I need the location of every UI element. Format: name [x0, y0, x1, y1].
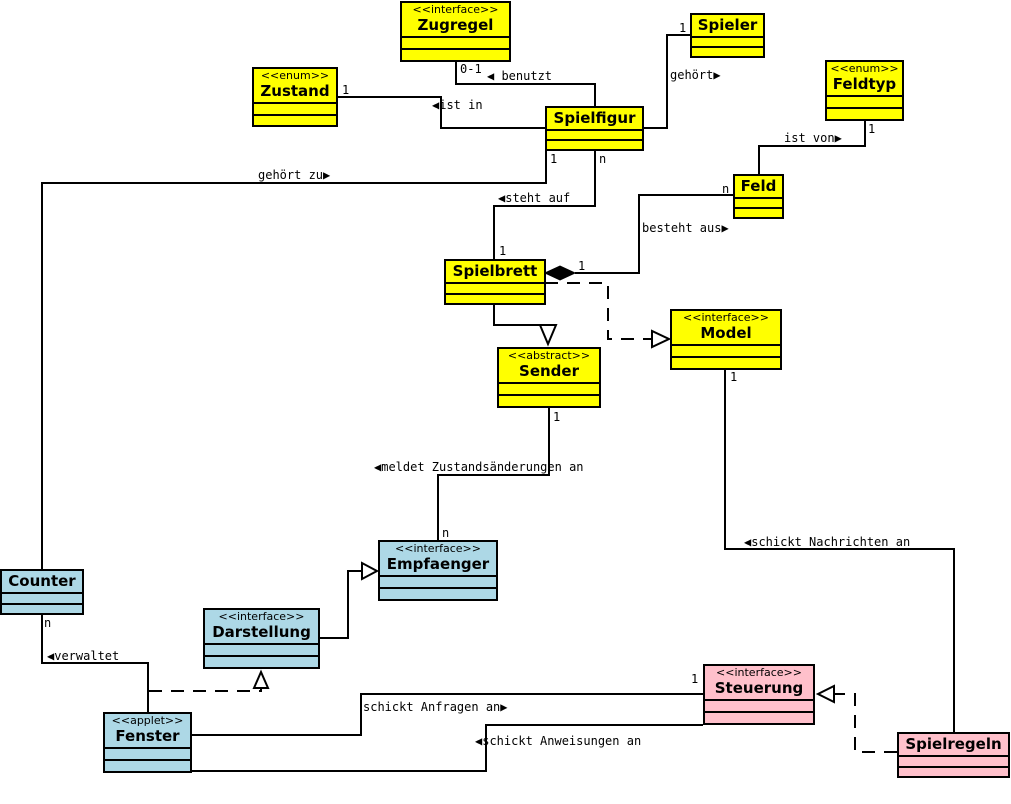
- label-ist-von: ist von▶: [784, 131, 842, 145]
- class-zugregel[interactable]: <<interface>>Zugregel: [400, 1, 511, 62]
- mult-steuerung-anfragen: 1: [691, 672, 699, 686]
- class-name: Spielfigur: [553, 109, 636, 127]
- label-schickt-nachrichten: ◀schickt Nachrichten an: [744, 535, 911, 549]
- stereotype-label: <<enum>>: [260, 69, 330, 82]
- label-steht-auf: ◀steht auf: [498, 191, 571, 205]
- realization-arrowhead-model: [651, 329, 672, 349]
- realization-arrowhead-steuerung: [815, 684, 835, 704]
- class-darstellung[interactable]: <<interface>>Darstellung: [203, 608, 320, 669]
- mult-zugregel-benutzt: 0-1: [460, 62, 482, 76]
- class-name: Steuerung: [714, 679, 804, 697]
- mult-spielbrett-steht-auf: 1: [499, 244, 507, 258]
- assoc-schickt-anfragen-line: [191, 693, 703, 736]
- composition-diamond-spielbrett: [543, 265, 577, 281]
- class-name: Spielbrett: [452, 262, 538, 280]
- assoc-meldet-line: [437, 408, 550, 540]
- stereotype-label: <<interface>>: [716, 666, 802, 679]
- assoc-gehoert-line: [644, 34, 690, 129]
- class-feld[interactable]: Feld: [733, 174, 784, 219]
- mult-spielbrett-besteht-aus: 1: [578, 259, 586, 273]
- class-spielfigur[interactable]: Spielfigur: [545, 106, 644, 151]
- assoc-besteht-aus-line: [575, 194, 733, 274]
- generalization-arrowhead-sender: [538, 324, 558, 347]
- realization-arrowhead-darstellung: [252, 669, 270, 689]
- mult-zustand-ist-in: 1: [342, 83, 350, 97]
- class-name: Empfaenger: [386, 555, 490, 573]
- class-name: Darstellung: [212, 623, 311, 641]
- label-schickt-anweisungen: ◀schickt Anweisungen an: [475, 734, 642, 748]
- assoc-schickt-nachrichten-line: [724, 370, 955, 732]
- assoc-benutzt-line: [455, 62, 596, 106]
- class-empfaenger[interactable]: <<interface>>Empfaenger: [378, 540, 498, 601]
- stereotype-label: <<interface>>: [395, 542, 481, 555]
- stereotype-label: <<interface>>: [412, 3, 499, 16]
- class-name: Zustand: [260, 82, 330, 100]
- class-name: Model: [700, 324, 752, 342]
- label-ist-in: ◀ist in: [432, 98, 483, 112]
- assoc-ist-in-line: [337, 96, 546, 129]
- class-name: Fenster: [115, 727, 180, 745]
- label-besteht-aus: besteht aus▶: [642, 221, 729, 235]
- mult-feld-besteht-aus: n: [722, 182, 730, 196]
- mult-counter-verwaltet: n: [44, 616, 52, 630]
- mult-model-schickt: 1: [730, 370, 738, 384]
- class-name: Zugregel: [417, 16, 494, 34]
- class-spielregeln[interactable]: Spielregeln: [897, 732, 1010, 778]
- class-model[interactable]: <<interface>>Model: [670, 309, 782, 370]
- stereotype-label: <<interface>>: [683, 311, 769, 324]
- mult-sender-meldet: 1: [553, 410, 561, 424]
- class-spieler[interactable]: Spieler: [690, 13, 765, 58]
- class-steuerung[interactable]: <<interface>>Steuerung: [703, 664, 815, 725]
- class-spielbrett[interactable]: Spielbrett: [444, 259, 546, 305]
- mult-spieler-gehoert: 1: [679, 21, 687, 35]
- class-zustand[interactable]: <<enum>>Zustand: [252, 67, 338, 127]
- assoc-schickt-anweisungen-line: [191, 724, 703, 772]
- class-name: Spielregeln: [905, 735, 1002, 753]
- label-gehoert-zu: gehört zu▶: [258, 168, 331, 182]
- stereotype-label: <<interface>>: [218, 610, 305, 623]
- generalization-spielbrett-sender-line: [493, 305, 540, 326]
- class-name: Spieler: [697, 16, 758, 34]
- assoc-ist-von-line: [758, 121, 866, 174]
- class-sender[interactable]: <<abstract>>Sender: [497, 347, 601, 408]
- label-meldet: ◀meldet Zustandsänderungen an: [374, 460, 584, 474]
- class-name: Counter: [8, 572, 76, 590]
- label-gehoert: gehört▶: [670, 68, 721, 82]
- realization-spielregeln-steuerung-line: [834, 693, 897, 753]
- class-name: Feldtyp: [832, 75, 897, 93]
- assoc-steht-auf-line: [493, 150, 596, 259]
- stereotype-label: <<enum>>: [830, 62, 899, 75]
- class-name: Feld: [740, 177, 777, 195]
- class-feldtyp[interactable]: <<enum>>Feldtyp: [825, 60, 904, 121]
- realization-spielbrett-model-line: [545, 282, 652, 340]
- mult-empfaenger-meldet: n: [442, 526, 450, 540]
- mult-spielfigur-steht-auf: n: [599, 152, 607, 166]
- class-name: Sender: [519, 362, 579, 380]
- class-fenster[interactable]: <<applet>>Fenster: [103, 712, 192, 773]
- generalization-darstellung-empfaenger-line: [319, 570, 362, 639]
- mult-spielfigur-gehoert-zu: 1: [550, 152, 558, 166]
- generalization-arrowhead-empfaenger: [361, 561, 380, 581]
- class-counter[interactable]: Counter: [0, 569, 84, 615]
- stereotype-label: <<applet>>: [111, 714, 184, 727]
- label-benutzt: ◀ benutzt: [487, 69, 553, 83]
- assoc-verwaltet-line: [41, 615, 149, 712]
- mult-feldtyp-ist-von: 1: [868, 122, 876, 136]
- stereotype-label: <<abstract>>: [507, 349, 591, 362]
- label-schickt-anfragen: schickt Anfragen an▶: [363, 700, 508, 714]
- label-verwaltet: ◀verwaltet: [47, 649, 120, 663]
- realization-fenster-darstellung-line: [147, 688, 262, 712]
- assoc-gehoert-zu-line: [41, 150, 547, 569]
